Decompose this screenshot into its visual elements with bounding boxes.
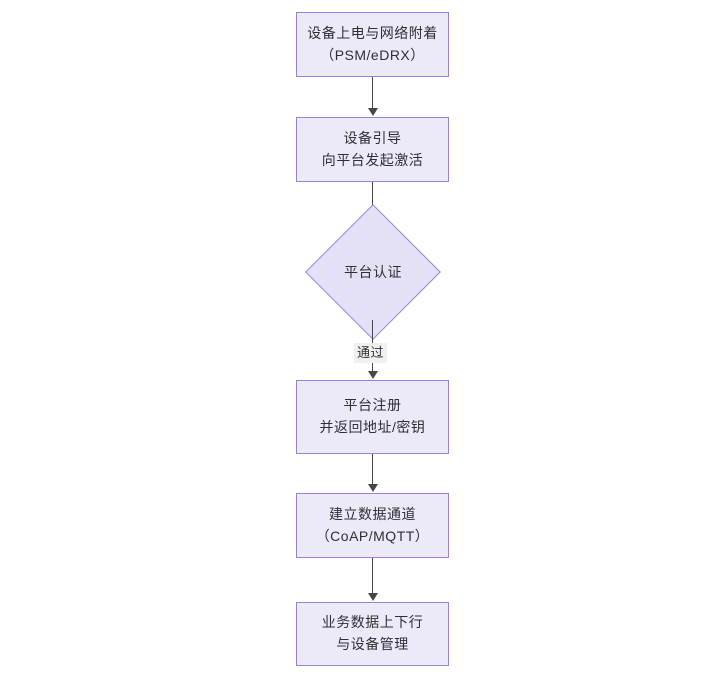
node-device-bootstrap[interactable]: 设备引导 向平台发起激活 xyxy=(296,117,449,182)
node-data-channel-line2: （CoAP/MQTT） xyxy=(315,527,430,544)
edge-bootstrap-to-auth xyxy=(372,182,374,222)
edge-register-to-channel xyxy=(372,454,374,485)
node-device-power-on[interactable]: 设备上电与网络附着 （PSM/eDRX） xyxy=(296,12,449,77)
node-business-data[interactable]: 业务数据上下行 与设备管理 xyxy=(296,602,449,666)
node-device-power-on-line2: （PSM/eDRX） xyxy=(320,46,425,63)
node-device-bootstrap-line2: 向平台发起激活 xyxy=(321,151,424,168)
node-data-channel[interactable]: 建立数据通道 （CoAP/MQTT） xyxy=(296,493,449,558)
node-platform-register-line2: 并返回地址/密钥 xyxy=(319,419,426,435)
node-platform-register[interactable]: 平台注册 并返回地址/密钥 xyxy=(296,380,449,454)
edge-auth-to-register-arrowhead xyxy=(368,371,378,379)
edge-register-to-channel-arrowhead xyxy=(368,484,378,492)
edge-power-on-to-bootstrap-arrowhead xyxy=(368,108,378,116)
edge-channel-to-data xyxy=(372,558,374,594)
edge-channel-to-data-arrowhead xyxy=(368,593,378,601)
node-data-channel-line1: 建立数据通道 xyxy=(329,505,416,522)
node-business-data-line2: 与设备管理 xyxy=(336,636,409,652)
edge-power-on-to-bootstrap xyxy=(372,77,374,110)
node-device-bootstrap-line1: 设备引导 xyxy=(343,129,402,146)
node-platform-register-line1: 平台注册 xyxy=(343,397,402,414)
node-device-power-on-line1: 设备上电与网络附着 xyxy=(307,24,438,41)
edge-auth-to-register-label: 通过 xyxy=(354,343,388,363)
node-business-data-line1: 业务数据上下行 xyxy=(321,614,424,631)
node-platform-auth[interactable]: 平台认证 xyxy=(305,204,441,340)
